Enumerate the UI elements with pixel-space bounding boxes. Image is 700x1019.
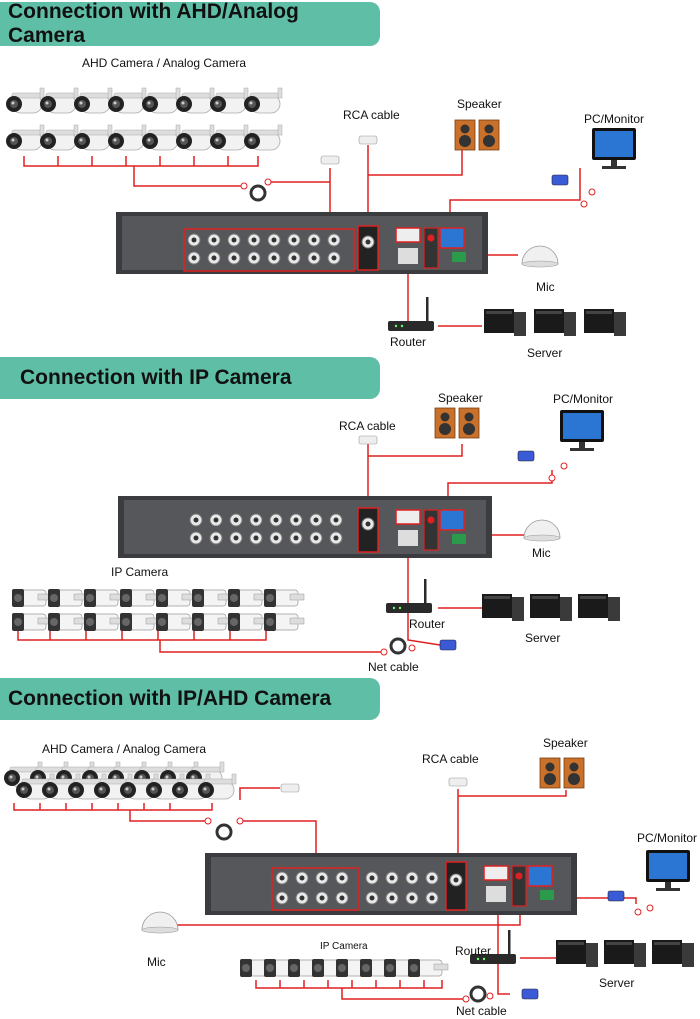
bnc-plug-icon <box>320 155 340 165</box>
server-icon-1 <box>484 309 526 336</box>
net-plug-icon-3 <box>521 988 539 1000</box>
server-icon-8 <box>604 940 646 967</box>
net-cable-coil-icon <box>389 637 407 655</box>
server-icon-7 <box>556 940 598 967</box>
section3-title: Connection with IP/AHD Camera <box>0 678 380 720</box>
ip-camera-label-3: IP Camera <box>320 941 368 952</box>
ip-camera-row-3 <box>239 958 449 978</box>
router-icon <box>388 297 434 331</box>
router-label-2: Router <box>409 617 446 631</box>
net-cable-label-3: Net cable <box>456 1004 507 1018</box>
speaker-label-3: Speaker <box>543 736 588 750</box>
rca-cable-label-2: RCA cable <box>339 419 396 433</box>
bnc-cable-coil-icon <box>249 184 267 202</box>
ip-camera-row-1 <box>11 588 305 608</box>
section1-title: Connection with AHD/Analog Camera <box>0 0 380 47</box>
bnc-plug-icon-3 <box>280 783 300 793</box>
section2-title: Connection with IP Camera <box>0 357 380 399</box>
server-label-2: Server <box>525 631 561 645</box>
mic-label-2: Mic <box>532 546 551 560</box>
speaker-label-2: Speaker <box>438 391 483 405</box>
vga-plug-icon-2 <box>517 450 535 462</box>
server-icon-5 <box>530 594 572 621</box>
ahd-camera-label: AHD Camera / Analog Camera <box>82 56 247 70</box>
pc-monitor-label-2: PC/Monitor <box>553 392 614 406</box>
server-icon-2 <box>534 309 576 336</box>
server-icon-4 <box>482 594 524 621</box>
monitor-icon <box>592 128 636 169</box>
server-icon-9 <box>652 940 694 967</box>
net-cable-coil-icon-3 <box>469 985 487 1003</box>
server-label: Server <box>527 346 563 360</box>
vga-plug-icon-3 <box>607 890 625 902</box>
net-plug-icon <box>439 639 457 651</box>
monitor-icon-3 <box>646 850 690 891</box>
rca-plug-icon <box>358 135 378 145</box>
router-label-3: Router <box>455 944 492 958</box>
rca-plug-icon-3 <box>448 777 468 787</box>
net-cable-label: Net cable <box>368 660 419 674</box>
dvr-device-2 <box>118 496 492 558</box>
vga-plug-icon <box>551 174 569 186</box>
rca-cable-label-3: RCA cable <box>422 752 479 766</box>
ip-camera-row-2 <box>11 612 305 632</box>
speaker-icon <box>454 119 500 151</box>
ahd-camera-row-2 <box>5 124 283 151</box>
mic-icon-3 <box>141 911 179 934</box>
mic-label: Mic <box>536 280 555 294</box>
mic-icon <box>521 245 559 268</box>
rca-cable-label: RCA cable <box>343 108 400 122</box>
router-icon-2 <box>386 579 432 613</box>
ip-camera-label: IP Camera <box>111 565 169 579</box>
server-icon-3 <box>584 309 626 336</box>
dvr-device-1 <box>116 212 488 274</box>
dvr-device-3 <box>205 853 577 915</box>
speaker-icon-2 <box>434 407 480 439</box>
speaker-icon-3 <box>539 757 585 789</box>
server-icon-6 <box>578 594 620 621</box>
server-label-3: Server <box>599 976 635 990</box>
pc-monitor-label-3: PC/Monitor <box>637 831 698 845</box>
ahd-camera-row-1 <box>5 87 283 114</box>
rca-plug-icon-2 <box>358 435 378 445</box>
ahd-camera-label-3: AHD Camera / Analog Camera <box>42 742 207 756</box>
monitor-icon-2 <box>560 410 604 451</box>
router-label: Router <box>390 335 427 349</box>
pc-monitor-label: PC/Monitor <box>584 112 645 126</box>
bnc-cable-coil-icon-3 <box>215 823 233 841</box>
mic-icon-2 <box>523 519 561 542</box>
mic-label-3: Mic <box>147 955 166 969</box>
speaker-label: Speaker <box>457 97 502 111</box>
